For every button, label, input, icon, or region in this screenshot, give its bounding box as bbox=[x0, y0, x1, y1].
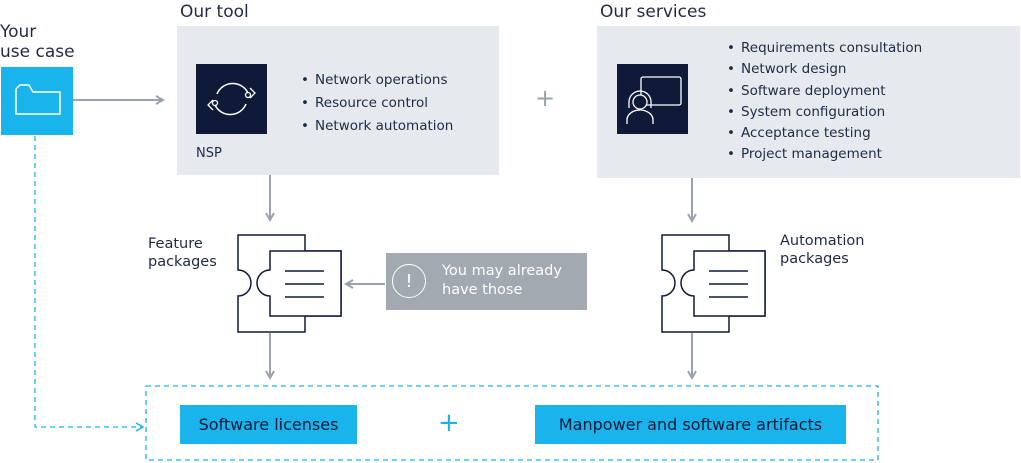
refresh-cycle-icon bbox=[207, 82, 256, 116]
tool-feature-item: Network automation bbox=[301, 115, 453, 138]
dashed-usecase-to-outputs bbox=[34, 136, 145, 432]
services-heading: Our services bbox=[600, 2, 707, 22]
already-have-callout: ! You may already have those bbox=[386, 253, 587, 310]
manpower-artifacts-box: Manpower and software artifacts bbox=[535, 405, 846, 444]
tool-feature-item: Network operations bbox=[301, 69, 453, 92]
services-item: System configuration bbox=[727, 102, 922, 124]
automation-packages-line1: Automation bbox=[780, 233, 865, 249]
services-item: Project management bbox=[727, 144, 922, 166]
use-case-label: Your use case bbox=[0, 22, 75, 62]
tool-panel: NSP Network operations Resource control … bbox=[177, 26, 499, 175]
feature-packages-label: Feature packages bbox=[148, 235, 217, 271]
tool-heading: Our tool bbox=[180, 2, 249, 22]
use-case-label-line2: use case bbox=[0, 42, 75, 62]
plus-sign-bottom: + bbox=[438, 408, 460, 438]
exclamation-icon: ! bbox=[392, 264, 426, 298]
feature-packages-line2: packages bbox=[148, 254, 217, 270]
tool-feature-list: Network operations Resource control Netw… bbox=[301, 69, 453, 138]
services-item: Network design bbox=[727, 59, 922, 81]
nsp-label: NSP bbox=[196, 146, 222, 161]
services-tile bbox=[617, 64, 688, 134]
callout-text: You may already have those bbox=[442, 262, 562, 300]
feature-packages-icon bbox=[237, 234, 342, 333]
outputs-dashed-frame bbox=[145, 385, 879, 461]
callout-line1: You may already bbox=[442, 263, 562, 279]
services-item: Software deployment bbox=[727, 81, 922, 103]
services-item: Acceptance testing bbox=[727, 123, 922, 145]
services-panel: Requirements consultation Network design… bbox=[597, 26, 1020, 178]
services-item: Requirements consultation bbox=[727, 38, 922, 60]
folder-icon bbox=[15, 84, 61, 115]
plus-sign-top: + bbox=[535, 84, 556, 112]
nsp-tile bbox=[196, 64, 267, 134]
use-case-label-line1: Your bbox=[0, 22, 37, 42]
support-agent-icon bbox=[626, 76, 682, 124]
software-licenses-box: Software licenses bbox=[180, 405, 357, 444]
use-case-tile bbox=[1, 67, 73, 135]
automation-packages-icon bbox=[661, 234, 766, 333]
feature-packages-line1: Feature bbox=[148, 236, 203, 252]
automation-packages-label: Automation packages bbox=[780, 232, 864, 268]
automation-packages-line2: packages bbox=[780, 251, 849, 267]
tool-feature-item: Resource control bbox=[301, 92, 453, 115]
callout-line2: have those bbox=[442, 282, 523, 298]
services-list: Requirements consultation Network design… bbox=[727, 38, 922, 166]
